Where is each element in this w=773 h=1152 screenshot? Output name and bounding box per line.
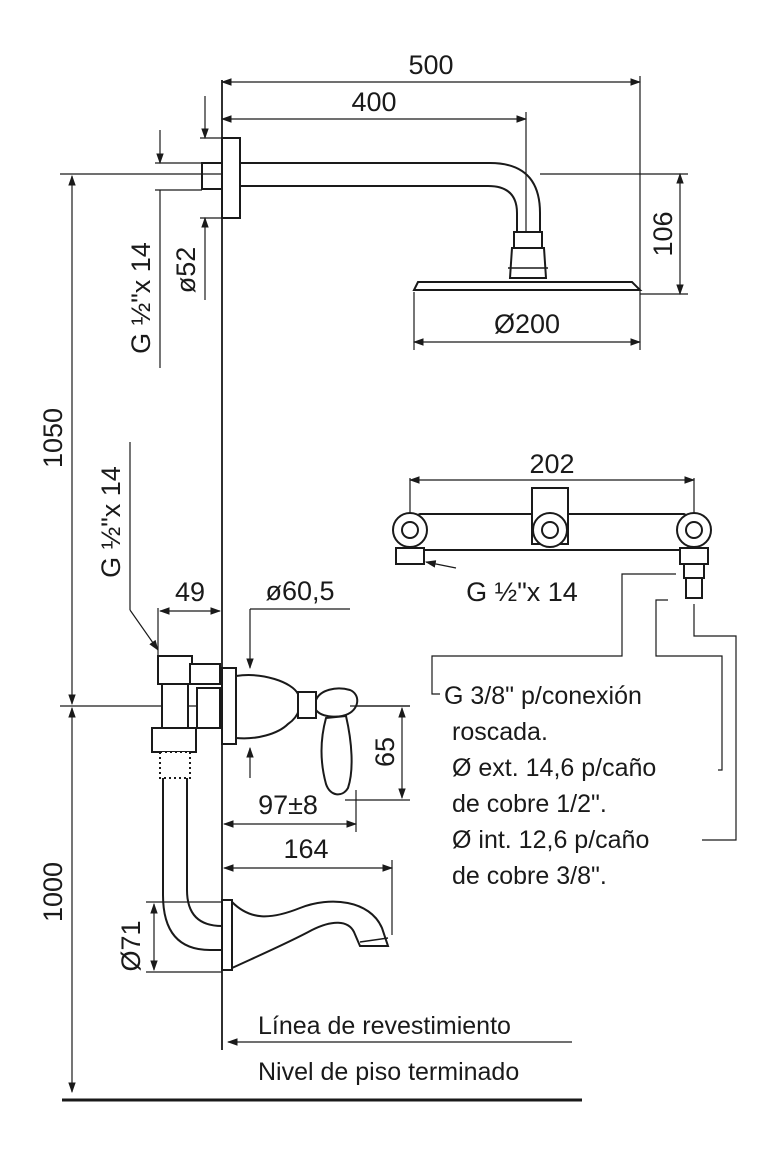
floor-level-label-group: Nivel de piso terminado xyxy=(62,1058,582,1102)
dimension-diameter-71: Ø71 xyxy=(116,901,222,973)
dimension-65-label: 65 xyxy=(370,737,400,767)
dimension-diameter-52-label: ø52 xyxy=(171,247,201,294)
valve-body: 202 xyxy=(392,449,712,599)
note-line-1: G 3/8" p/conexión xyxy=(444,682,642,710)
wall-line-label: Línea de revestimiento xyxy=(258,1012,511,1040)
dimension-49: 49 xyxy=(157,577,222,656)
spout-assembly xyxy=(162,778,390,971)
thread-valve-leader: G ½"x 14 xyxy=(424,560,578,607)
dimension-400: 400 xyxy=(220,87,528,235)
note-line-4: de cobre 1/2". xyxy=(452,790,607,818)
dimension-1050: 1050 xyxy=(38,173,222,706)
thread-mid-label: G ½"x 14 xyxy=(96,466,126,578)
dimension-202-label: 202 xyxy=(529,449,574,479)
dimension-97-label: 97±8 xyxy=(258,790,318,820)
dimension-diameter-60-5: ø60,5 xyxy=(246,576,350,778)
dimension-1050-label: 1050 xyxy=(38,408,68,468)
mixer-assembly xyxy=(151,655,359,796)
dimension-106-label: 106 xyxy=(648,211,678,256)
dimension-diameter-60-5-label: ø60,5 xyxy=(265,576,334,606)
dimension-1000: 1000 xyxy=(38,706,76,1094)
note-line-2: roscada. xyxy=(452,718,548,746)
dimension-1000-label: 1000 xyxy=(38,862,68,922)
dimension-500-label: 500 xyxy=(408,50,453,80)
dimension-49-label: 49 xyxy=(175,577,205,607)
dimension-400-label: 400 xyxy=(351,87,396,117)
dimension-97: 97±8 xyxy=(222,790,358,832)
note-leaders xyxy=(431,573,737,841)
thread-mid-leader: G ½"x 14 xyxy=(96,442,159,651)
shower-arm xyxy=(201,137,643,291)
dimension-diameter-200-label: Ø200 xyxy=(494,309,560,339)
dimension-164: 164 xyxy=(222,834,394,935)
note-line-6: de cobre 3/8". xyxy=(452,862,607,890)
connection-notes: G 3/8" p/conexión roscada. Ø ext. 14,6 p… xyxy=(444,682,656,890)
note-line-5: Ø int. 12,6 p/caño xyxy=(452,826,649,854)
note-line-3: Ø ext. 14,6 p/caño xyxy=(452,754,656,782)
flange-dimensions: G ½"x 14 ø52 xyxy=(126,96,222,368)
dimension-diameter-71-label: Ø71 xyxy=(116,920,146,971)
dimension-65: 65 xyxy=(345,705,410,801)
dimension-500: 500 xyxy=(220,50,642,296)
thread-valve-label: G ½"x 14 xyxy=(466,577,578,607)
dimension-164-label: 164 xyxy=(283,834,328,864)
thread-top-label: G ½"x 14 xyxy=(126,242,156,354)
dimension-diameter-200: Ø200 xyxy=(412,292,642,350)
wall-lining-label-group: Línea de revestimiento xyxy=(226,1012,572,1046)
dimension-106: 106 xyxy=(540,172,688,296)
floor-level-label: Nivel de piso terminado xyxy=(258,1058,519,1086)
